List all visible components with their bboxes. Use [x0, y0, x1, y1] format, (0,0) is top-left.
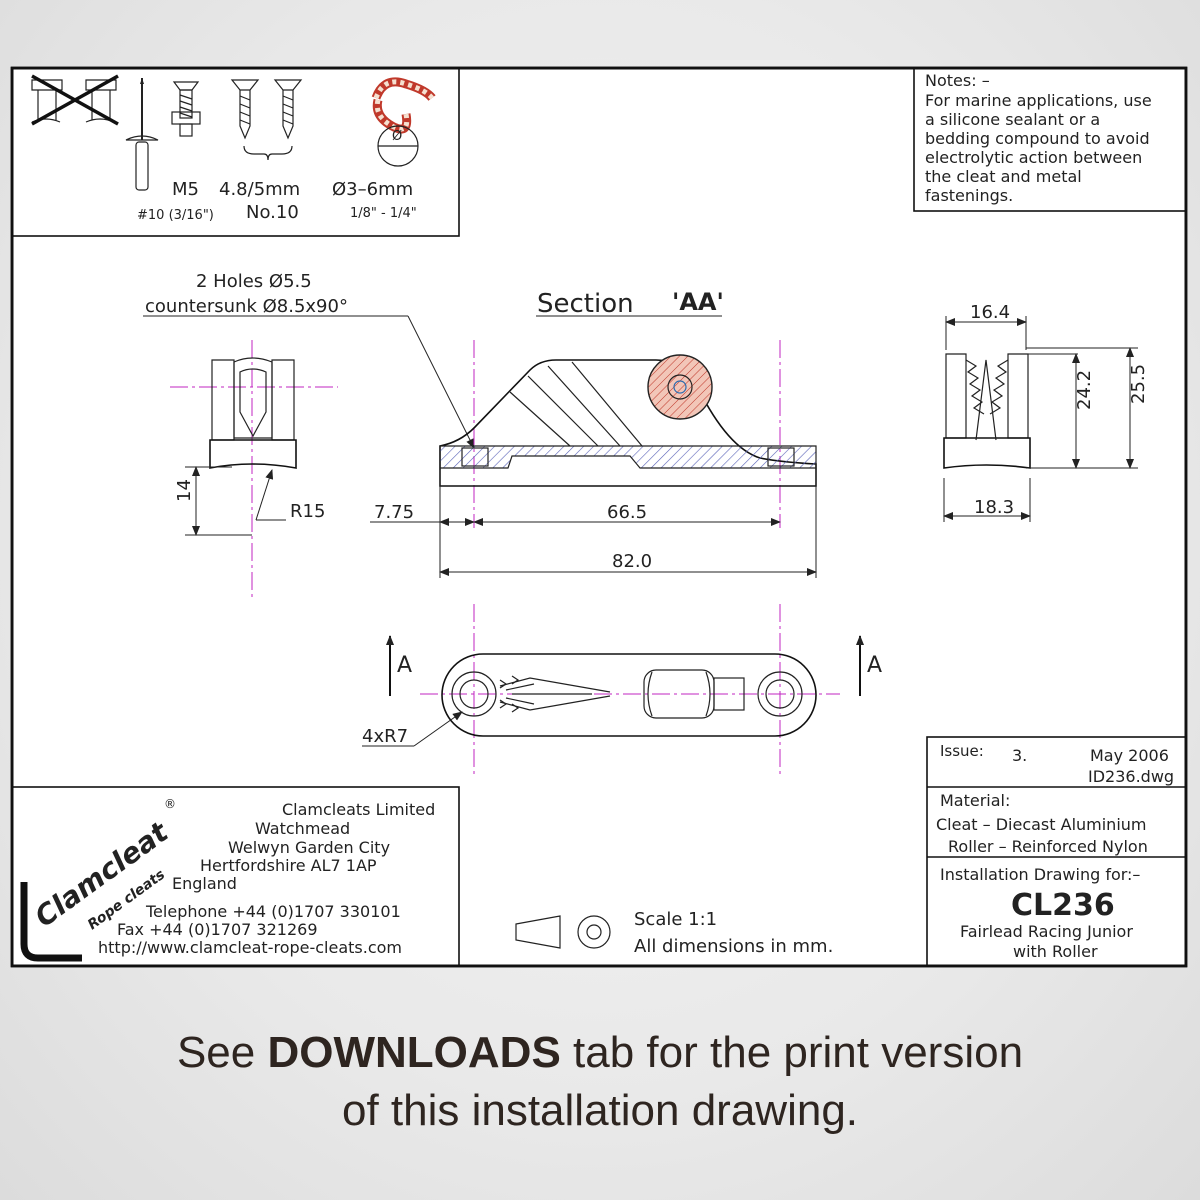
holes-label: 2 Holes Ø5.5 [196, 271, 312, 292]
address-line: Watchmead [255, 819, 350, 838]
section-mark-right: A [867, 653, 882, 678]
dim-7-75: 7.75 [374, 502, 414, 523]
rope-diameter-symbol: Ø [392, 129, 402, 144]
issue-number: 3. [1012, 746, 1027, 765]
notes-title: Notes: – [925, 71, 990, 90]
holes-annotation: 2 Holes Ø5.5 countersunk Ø8.5x90° [143, 271, 475, 449]
notes-panel: Notes: – For marine applications, use a … [913, 67, 1187, 212]
scale-panel: Scale 1:1 All dimensions in mm. [515, 909, 833, 957]
downloads-caption: See DOWNLOADS tab for the print version … [0, 1024, 1200, 1140]
caption-text: tab for the print version [573, 1028, 1024, 1077]
no10-label: No.10 [246, 202, 299, 223]
countersunk-label: countersunk Ø8.5x90° [145, 296, 348, 317]
drawing-sheet: Ø M5 4.8/5mm Ø3–6mm #10 (3/16") No.10 1/… [10, 66, 1188, 968]
end-view-left: 14 R15 [170, 340, 338, 598]
issue-label: Issue: [940, 742, 984, 760]
address-line: Hertfordshire AL7 1AP [200, 856, 377, 875]
dim-66-5: 66.5 [607, 502, 647, 523]
machine-screw-icon [171, 81, 201, 137]
section-mark-left: A [397, 653, 412, 678]
dimensions-unit-label: All dimensions in mm. [634, 936, 833, 957]
sheet-border [10, 66, 1188, 968]
product-description-2: with Roller [1013, 942, 1098, 961]
material-cleat: Cleat – Diecast Aluminium [936, 815, 1147, 834]
no10-imperial-label: #10 (3/16") [137, 208, 214, 223]
end-view-right: 16.4 24.2 25.5 18.3 [943, 302, 1149, 522]
installation-drawing: Ø M5 4.8/5mm Ø3–6mm #10 (3/16") No.10 1/… [10, 66, 1188, 968]
company-name: Clamcleats Limited [282, 800, 435, 819]
installation-drawing-label: Installation Drawing for:– [940, 865, 1140, 884]
section-label: Section [537, 289, 634, 319]
roller-section [647, 354, 713, 420]
length-dimensions: 7.75 66.5 82.0 [370, 470, 817, 578]
third-angle-projection-icon [515, 915, 611, 949]
crossed-rivet-icon [31, 74, 119, 126]
notes-line: a silicone sealant or a [925, 110, 1100, 129]
wood-screw-icon [230, 79, 303, 161]
notes-line: bedding compound to avoid [925, 129, 1150, 148]
m5-label: M5 [172, 179, 199, 200]
material-label: Material: [940, 791, 1010, 810]
website: http://www.clamcleat-rope-cleats.com [98, 938, 402, 957]
address-line: England [172, 874, 237, 893]
screw-size-label: 4.8/5mm [219, 179, 300, 200]
product-description: Fairlead Racing Junior [960, 922, 1133, 941]
registered-mark: ® [164, 797, 176, 811]
downloads-tab-label: DOWNLOADS [267, 1028, 561, 1077]
issue-date: May 2006 [1090, 746, 1169, 765]
plan-view: A A 4xR7 [362, 604, 882, 778]
dim-24-2: 24.2 [1074, 370, 1095, 410]
caption-line-2: of this installation drawing. [341, 1086, 859, 1135]
section-name: 'AA' [672, 288, 724, 316]
scale-label: Scale 1:1 [634, 909, 717, 930]
rope-icon: Ø [371, 77, 436, 167]
address-line: Welwyn Garden City [228, 838, 390, 857]
dim-25-5: 25.5 [1128, 364, 1149, 404]
dim-4xr7: 4xR7 [362, 726, 408, 747]
dim-r15: R15 [290, 501, 325, 522]
notes-line: the cleat and metal [925, 167, 1082, 186]
company-panel: Clamcleat Rope cleats ® Clamcleats Limit… [11, 786, 460, 967]
rope-imperial-label: 1/8" - 1/4" [350, 206, 417, 221]
notes-line: electrolytic action between [925, 148, 1142, 167]
rope-diameter-label: Ø3–6mm [332, 179, 413, 200]
notes-line: fastenings. [925, 186, 1013, 205]
caption-line-1: See DOWNLOADS tab for the print version [0, 1024, 1200, 1082]
telephone: Telephone +44 (0)1707 330101 [145, 902, 401, 921]
title-block: Issue: 3. May 2006 ID236.dwg Material: C… [926, 736, 1187, 967]
fax: Fax +44 (0)1707 321269 [117, 920, 318, 939]
notes-line: For marine applications, use [925, 91, 1152, 110]
dim-14: 14 [174, 479, 195, 502]
dim-82-0: 82.0 [612, 551, 652, 572]
drawing-file: ID236.dwg [1088, 767, 1174, 786]
dim-16-4: 16.4 [970, 302, 1010, 323]
dim-18-3: 18.3 [974, 497, 1014, 518]
caption-text: See [176, 1028, 256, 1077]
section-aa-view: Section 'AA' [439, 288, 817, 528]
rivet-icon [125, 78, 159, 191]
fastener-panel: Ø M5 4.8/5mm Ø3–6mm #10 (3/16") No.10 1/… [11, 67, 460, 237]
product-code: CL236 [1011, 888, 1115, 923]
material-roller: Roller – Reinforced Nylon [948, 837, 1148, 856]
